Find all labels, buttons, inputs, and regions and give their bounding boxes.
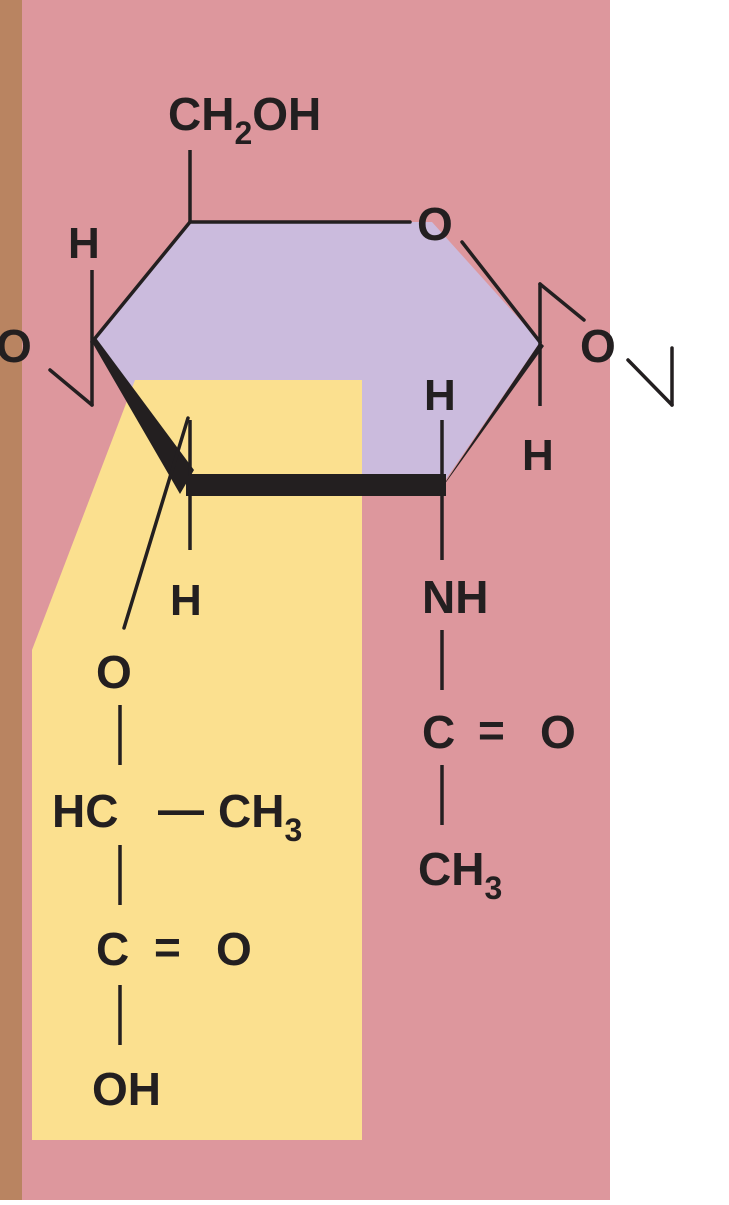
- bond-c5-c4: [90, 220, 192, 344]
- bond-left-o-link: [48, 368, 94, 407]
- c2-h-label: H: [424, 371, 456, 420]
- left-glycosidic-o-label: O: [0, 320, 32, 372]
- acetamido-ch3-label: CH3: [418, 843, 502, 906]
- lactyl-ch3-label: CH3: [218, 785, 302, 848]
- backbone-strip: [0, 0, 22, 1200]
- acetamido-nh-label: NH: [422, 571, 488, 623]
- lactyl-double-bond: =: [154, 921, 181, 973]
- right-glycosidic-o-label: O: [580, 320, 616, 372]
- c3-h-label: H: [170, 576, 202, 625]
- lactyl-o-label: O: [216, 923, 252, 975]
- lactyl-oh-label: OH: [92, 1063, 161, 1115]
- c4-h-label: H: [68, 219, 100, 268]
- acetamido-c-label: C: [422, 706, 455, 758]
- bond-c1-right-o: [538, 282, 586, 322]
- bond-right-o-link-a: [626, 358, 674, 407]
- wedge-c2-c1: [436, 342, 544, 496]
- acetamido-double-bond: =: [478, 704, 505, 756]
- bond-ring-o-c1: [460, 240, 542, 344]
- acetamido-o-label: O: [540, 706, 576, 758]
- lactyl-hc-label: HC: [52, 785, 118, 837]
- c6-group-label: CH2OH: [168, 88, 321, 151]
- lactyl-c-label: C: [96, 923, 129, 975]
- lactyl-highlight: [32, 380, 362, 1140]
- wedge-c4-c3: [92, 338, 194, 494]
- wedge-c3-c2: [186, 474, 446, 496]
- c1-h-label: H: [522, 431, 554, 480]
- lactyl-ether-o-label: O: [96, 646, 132, 698]
- bond-c3-ether-o: [122, 416, 190, 630]
- lactyl-dash: —: [158, 783, 204, 835]
- ring-oxygen-label: O: [417, 198, 453, 250]
